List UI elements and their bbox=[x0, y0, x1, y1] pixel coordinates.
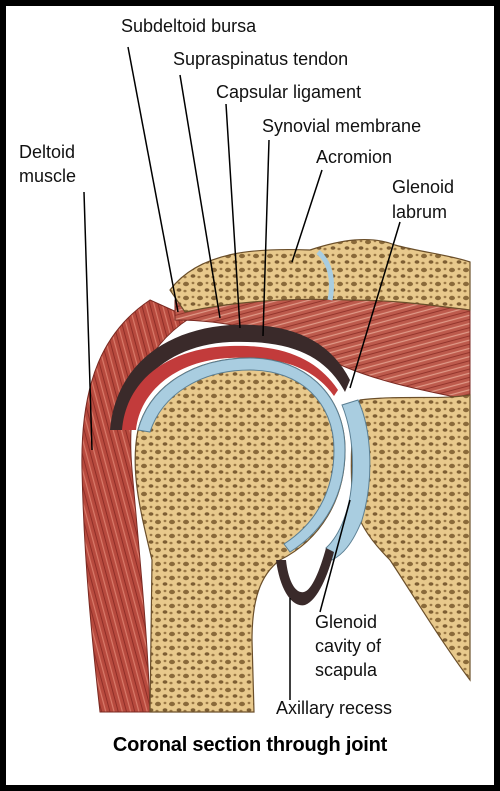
label-glenoid-cavity-line3: scapula bbox=[315, 660, 378, 680]
leader-acromion bbox=[291, 169, 323, 263]
leader-deltoid bbox=[83, 191, 93, 451]
humerus bbox=[134, 357, 346, 713]
leader-capsular-ligament bbox=[225, 103, 241, 329]
label-deltoid-line1: Deltoid bbox=[19, 142, 76, 162]
label-glenoid-labrum-line2: labrum bbox=[392, 202, 448, 222]
humeral-cartilage bbox=[137, 357, 346, 553]
label-supraspinatus-tendon: Supraspinatus tendon bbox=[173, 49, 349, 69]
label-glenoid-labrum-line1: Glenoid bbox=[392, 177, 455, 197]
synovial-lining bbox=[122, 345, 338, 430]
label-axillary-recess: Axillary recess bbox=[276, 698, 393, 718]
leader-lines bbox=[83, 46, 401, 700]
label-synovial-membrane: Synovial membrane bbox=[262, 116, 422, 136]
acromioclavicular-joint bbox=[316, 250, 334, 301]
axillary-recess bbox=[276, 548, 334, 606]
acromion-bone bbox=[169, 238, 471, 313]
leader-synovial-membrane bbox=[262, 139, 270, 337]
label-subdeltoid-bursa: Subdeltoid bursa bbox=[121, 16, 257, 36]
label-glenoid-cavity-line2: cavity of bbox=[315, 636, 382, 656]
joint-capsule bbox=[110, 324, 350, 430]
leader-glenoid-cavity bbox=[319, 499, 351, 613]
glenoid-cartilage bbox=[325, 399, 371, 561]
label-acromion: Acromion bbox=[316, 147, 393, 167]
leader-supraspinatus-tendon bbox=[179, 74, 221, 319]
leader-subdeltoid-bursa bbox=[127, 46, 179, 313]
label-glenoid-cavity-line1: Glenoid bbox=[315, 612, 378, 632]
scapula bbox=[350, 394, 471, 682]
leader-glenoid-labrum bbox=[349, 221, 401, 389]
figure-caption: Coronal section through joint bbox=[112, 734, 388, 756]
label-capsular-ligament: Capsular ligament bbox=[216, 82, 362, 102]
label-deltoid-line2: muscle bbox=[19, 166, 77, 186]
